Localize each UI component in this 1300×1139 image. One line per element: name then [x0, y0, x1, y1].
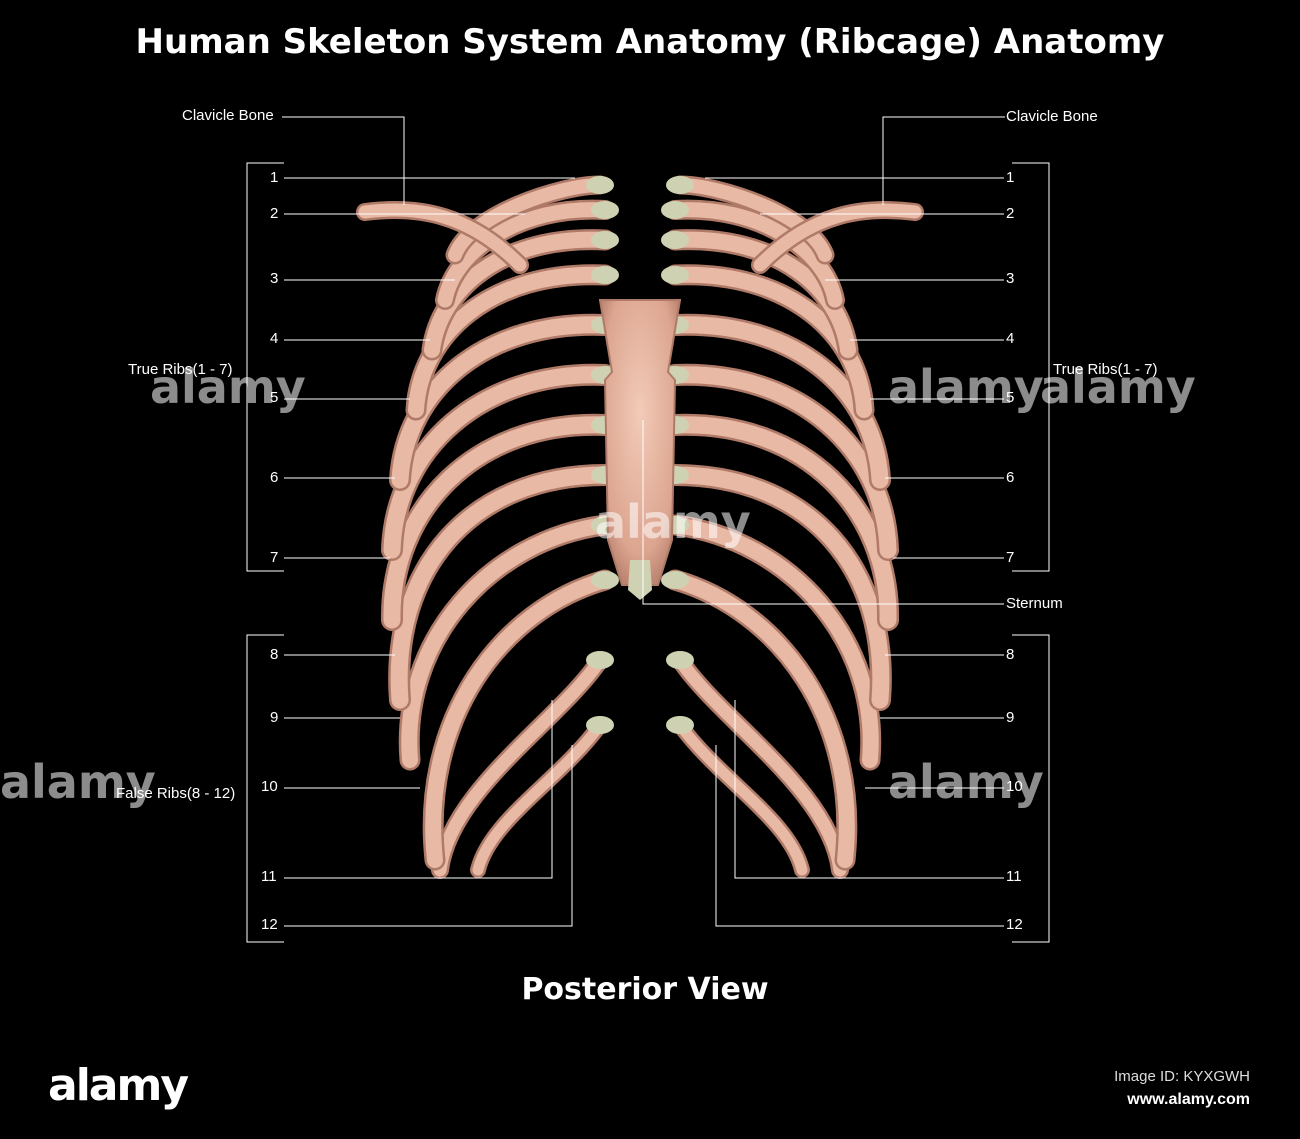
ribcage-bones [356, 175, 924, 879]
rib-right-1 [673, 178, 832, 262]
sternum [598, 299, 682, 586]
rib-number-right-8: 8 [1006, 646, 1015, 663]
rib-left-4-head [591, 266, 619, 284]
rib-right-11 [673, 653, 847, 877]
rib-number-right-5: 5 [1006, 389, 1015, 406]
bracket-true-ribs-left [246, 162, 284, 572]
rib-left-7 [383, 416, 614, 629]
image-id-text: Image ID: KYXGWH [1114, 1068, 1250, 1085]
rib-right-9 [667, 517, 879, 768]
rib-number-left-1: 1 [270, 169, 279, 186]
rib-right-7 [666, 416, 897, 629]
rib-number-right-6: 6 [1006, 469, 1015, 486]
rib-right-1-head [666, 176, 694, 194]
rib-right-12 [674, 719, 808, 876]
leader-lines [246, 116, 1050, 943]
rib-right-3-head [661, 231, 689, 249]
rib-left-6 [383, 366, 614, 559]
rib-left-10 [425, 572, 613, 868]
rib-left-1 [448, 178, 607, 262]
rib-number-left-3: 3 [270, 270, 279, 287]
rib-number-right-9: 9 [1006, 709, 1015, 726]
rib-number-right-4: 4 [1006, 330, 1015, 347]
watermark-tile: alamy [1040, 360, 1196, 414]
view-caption: Posterior View [521, 972, 769, 1007]
rib-left-3-head [591, 231, 619, 249]
rib-left-12-head [586, 716, 614, 734]
rib-number-right-12: 12 [1006, 916, 1023, 933]
rib-right-4 [667, 266, 872, 418]
rib-left-9 [401, 517, 613, 768]
bracket-false-ribs-right [1012, 634, 1050, 943]
rib-right-6 [666, 366, 897, 559]
source-url-text: www.alamy.com [1127, 1091, 1250, 1108]
rib-number-right-1: 1 [1006, 169, 1015, 186]
leader-rib-left-11 [284, 700, 553, 879]
leader-clavicle-left [282, 116, 405, 205]
watermark-tile: alamy [0, 755, 156, 809]
rib-number-left-2: 2 [270, 205, 279, 222]
rib-left-10-head [591, 571, 619, 589]
rib-left-5 [391, 316, 614, 489]
rib-left-11-head [586, 651, 614, 669]
rib-number-left-8: 8 [270, 646, 279, 663]
leader-rib-right-12 [715, 745, 1004, 927]
rib-right-5 [666, 316, 889, 489]
rib-right-8 [666, 466, 890, 709]
watermark-tile: alamy [150, 360, 306, 414]
rib-number-left-4: 4 [270, 330, 279, 347]
rib-number-left-10: 10 [261, 778, 278, 795]
label-clavicle-left: Clavicle Bone [182, 107, 274, 124]
rib-number-right-11: 11 [1006, 868, 1022, 885]
rib-number-right-3: 3 [1006, 270, 1015, 287]
bracket-true-ribs-right [1012, 162, 1050, 572]
rib-left-3 [424, 231, 613, 358]
rib-right-10 [667, 572, 855, 868]
label-clavicle-right: Clavicle Bone [1006, 108, 1098, 125]
rib-left-2-head [591, 201, 619, 219]
rib-right-10-head [661, 571, 689, 589]
leader-rib-left-12 [284, 745, 573, 927]
label-false-ribs-left: False Ribs(8 - 12) [116, 785, 236, 802]
clavicle-left [358, 203, 527, 272]
rib-right-11-head [666, 651, 694, 669]
rib-number-left-5: 5 [270, 389, 279, 406]
rib-right-3 [667, 231, 856, 358]
alamy-logo: alamy [48, 1060, 189, 1111]
clavicle-right [753, 203, 922, 272]
rib-right-12-head [666, 716, 694, 734]
watermark-tile: alamy [888, 755, 1044, 809]
label-true-ribs-right: True Ribs(1 - 7) [1053, 361, 1158, 378]
rib-number-left-6: 6 [270, 469, 279, 486]
rib-left-4 [408, 266, 613, 418]
leader-sternum [642, 420, 1004, 605]
rib-number-left-7: 7 [270, 549, 279, 566]
rib-number-left-11: 11 [261, 868, 277, 885]
diagram-title: Human Skeleton System Anatomy (Ribcage) … [135, 22, 1165, 62]
rib-right-4-head [661, 266, 689, 284]
rib-left-12 [472, 719, 606, 876]
leader-rib-right-11 [734, 700, 1004, 879]
rib-number-right-7: 7 [1006, 549, 1015, 566]
rib-number-left-12: 12 [261, 916, 278, 933]
xiphoid-process [628, 560, 652, 600]
rib-left-11 [433, 653, 607, 877]
watermark-tile: alamy [888, 360, 1044, 414]
rib-number-left-9: 9 [270, 709, 279, 726]
bracket-false-ribs-left [246, 634, 284, 943]
leader-clavicle-right [882, 116, 1005, 205]
rib-right-2-head [661, 201, 689, 219]
rib-number-right-10: 10 [1006, 778, 1023, 795]
rib-left-1-head [586, 176, 614, 194]
rib-left-8 [390, 466, 614, 709]
watermark-tile: alamy [595, 495, 751, 549]
rib-number-right-2: 2 [1006, 205, 1015, 222]
label-true-ribs-left: True Ribs(1 - 7) [128, 361, 233, 378]
label-sternum: Sternum [1006, 595, 1063, 612]
